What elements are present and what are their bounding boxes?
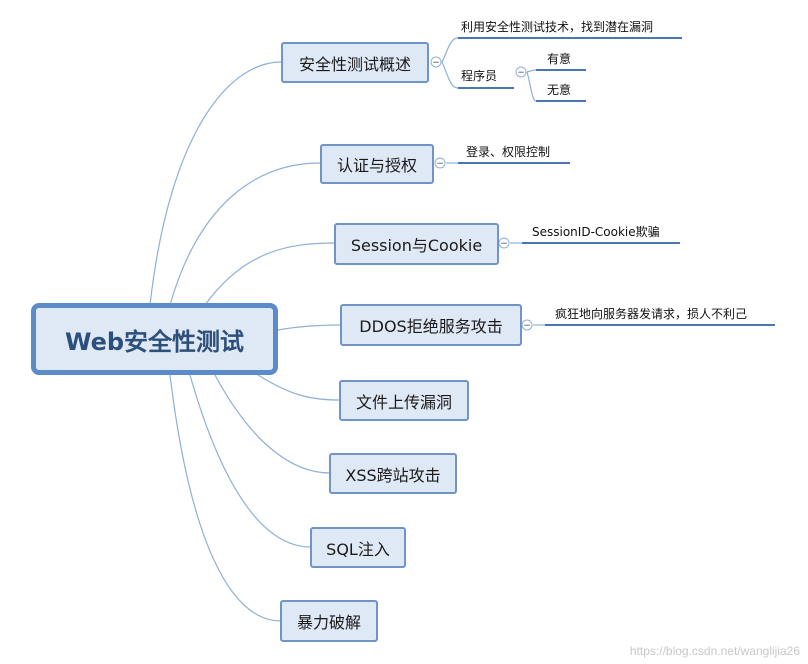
connector-brute [169, 374, 282, 622]
collapse-toggle-programmer[interactable]: − [517, 68, 525, 78]
connector-auth [169, 162, 321, 306]
connector-ddos [277, 324, 342, 331]
connector-goal [441, 37, 459, 63]
connector-xss [214, 374, 331, 474]
connector-unintentional [526, 71, 537, 102]
branch-node-sql[interactable]: SQL注入 [310, 527, 406, 568]
branch-node-xss[interactable]: XSS跨站攻击 [329, 453, 457, 494]
branch-node-session[interactable]: Session与Cookie [334, 223, 499, 265]
branch-node-brute[interactable]: 暴力破解 [280, 600, 378, 642]
branch-node-ddos[interactable]: DDOS拒绝服务攻击 [340, 304, 522, 346]
collapse-toggle-auth[interactable]: − [436, 159, 444, 169]
connector-sql [189, 374, 312, 548]
leaf-ddos[interactable]: 疯狂地向服务器发请求，损人不利己 [555, 307, 748, 321]
collapse-toggle-ddos[interactable]: − [523, 321, 531, 331]
connector-overview [149, 61, 282, 306]
watermark: https://blog.csdn.net/wanglijia26 [629, 644, 800, 658]
branch-node-auth[interactable]: 认证与授权 [320, 144, 434, 184]
leaf-intentional[interactable]: 有意 [547, 52, 572, 66]
branch-node-overview[interactable]: 安全性测试概述 [281, 42, 429, 83]
leaf-session[interactable]: SessionID-Cookie欺骗 [532, 225, 660, 239]
connector-session [204, 242, 336, 306]
connector-intentional [526, 69, 537, 73]
leaf-auth[interactable]: 登录、权限控制 [466, 145, 551, 159]
collapse-toggle-overview[interactable]: − [432, 58, 440, 68]
connector-upload [257, 374, 340, 401]
connector-programmer [441, 61, 459, 89]
leaf-overview-goal[interactable]: 利用安全性测试技术，找到潜在漏洞 [461, 20, 654, 34]
leaf-unintentional[interactable]: 无意 [547, 83, 572, 97]
leaf-programmer[interactable]: 程序员 [461, 69, 498, 83]
collapse-toggle-session[interactable]: − [500, 239, 508, 249]
branch-node-upload[interactable]: 文件上传漏洞 [339, 380, 469, 421]
root-node[interactable]: Web安全性测试 [31, 303, 278, 375]
